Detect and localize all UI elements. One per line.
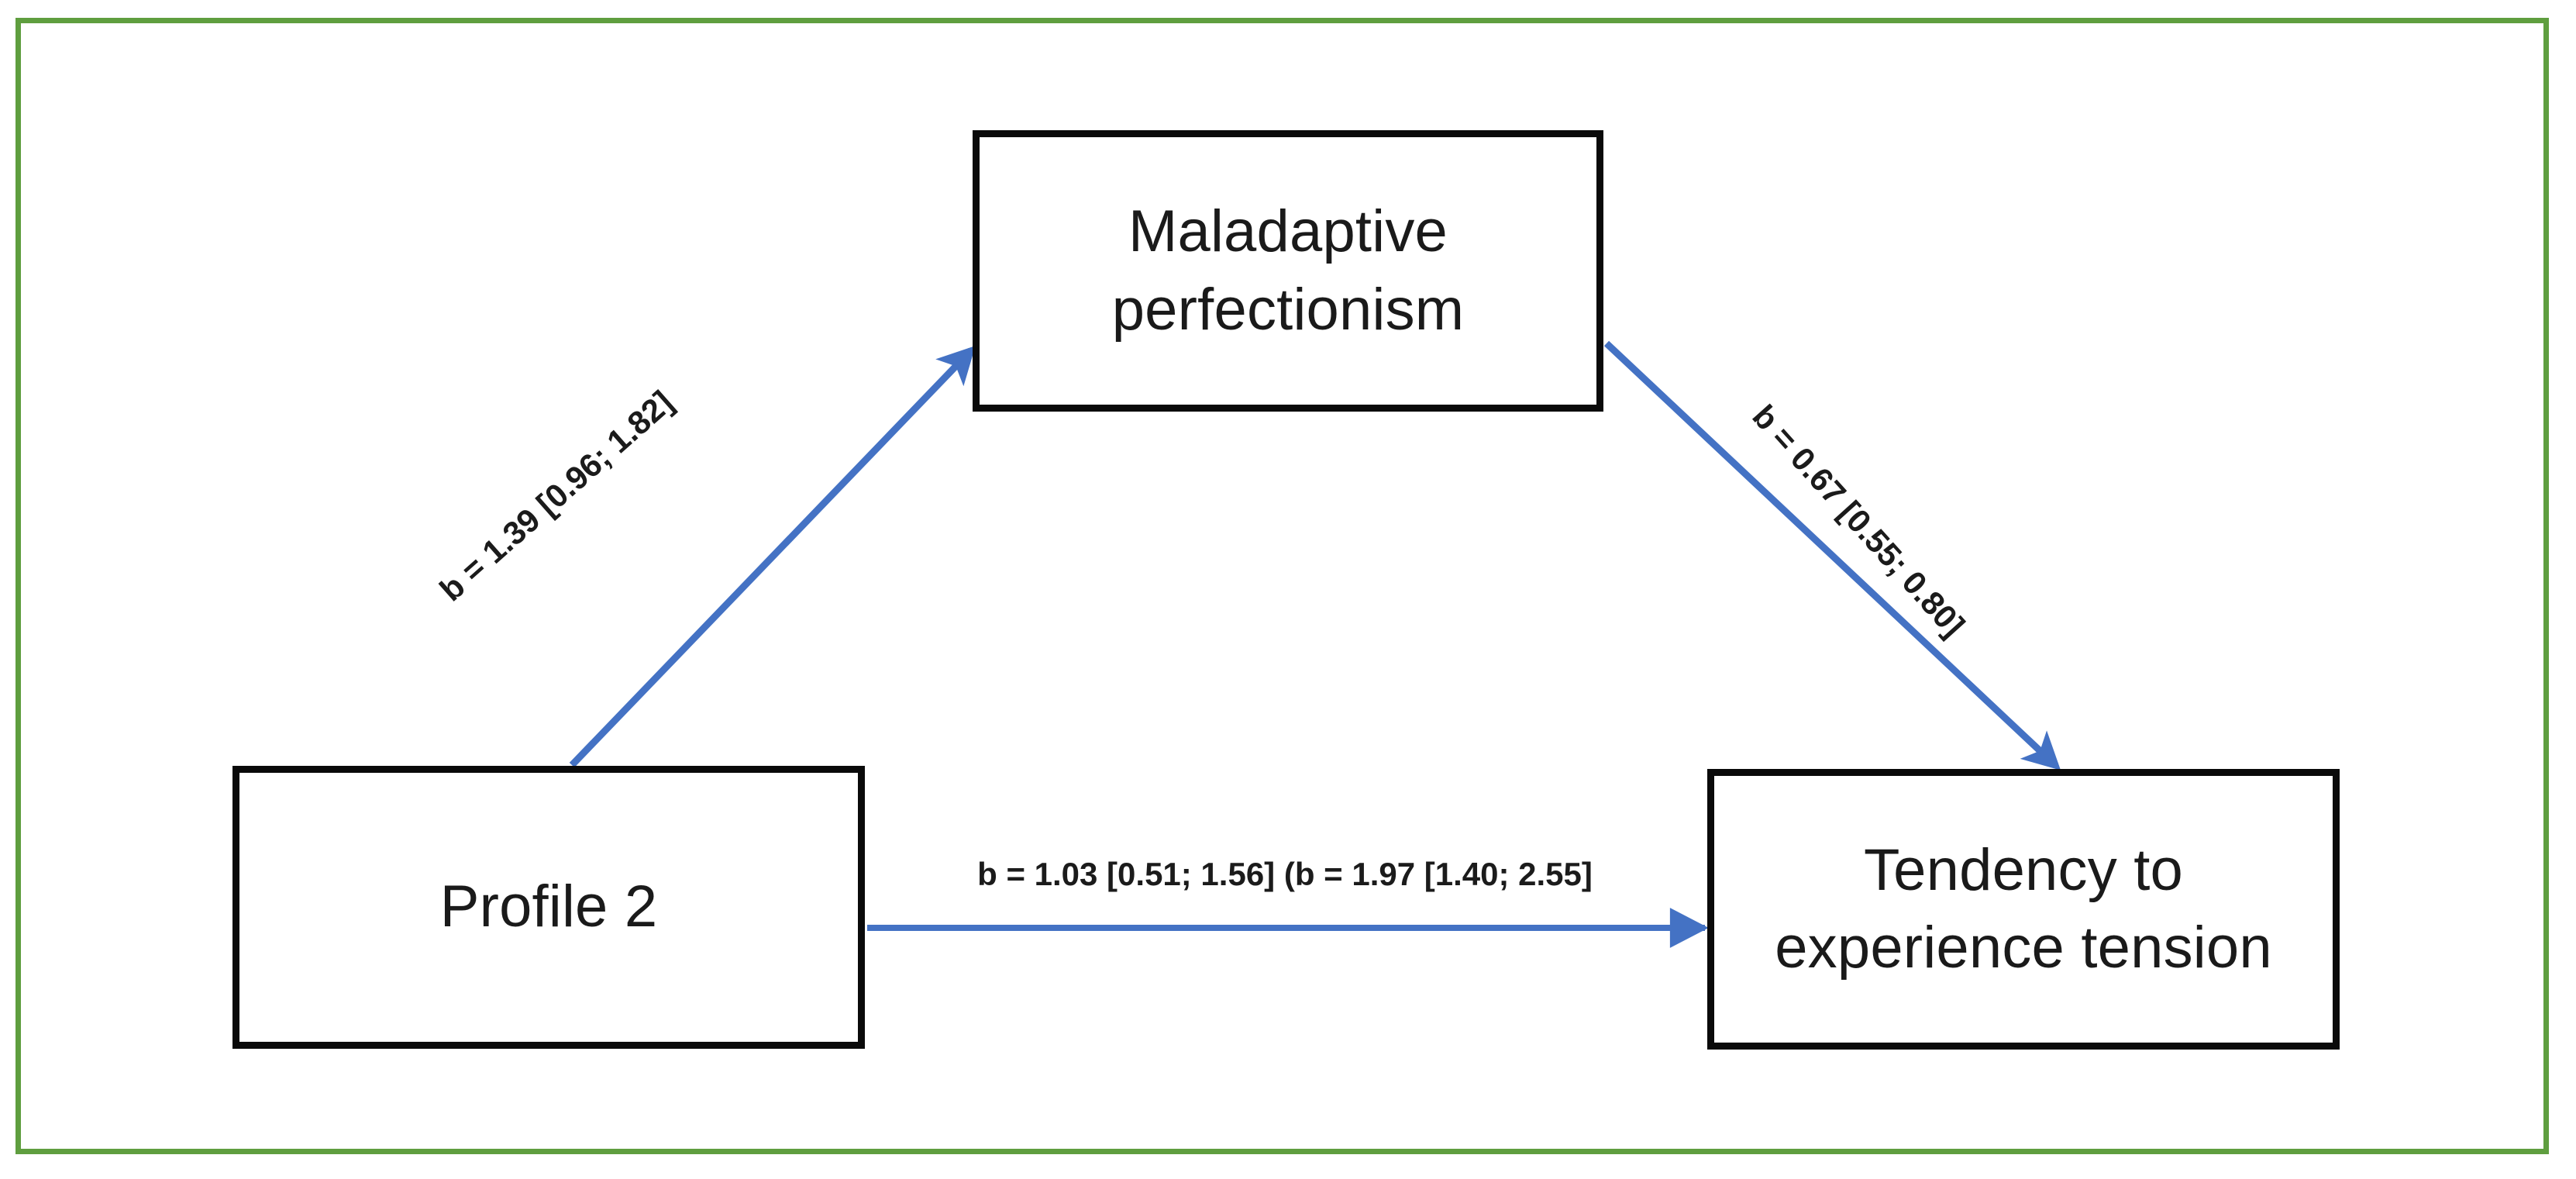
node-profile-2-label: Profile 2 — [439, 874, 658, 940]
node-profile-2[interactable]: Profile 2 — [232, 766, 865, 1049]
node-maladaptive-perfectionism-label: Maladaptive perfectionism — [1111, 198, 1465, 343]
figure-outer-border — [15, 18, 2549, 1154]
node-tendency-to-experience-tension[interactable]: Tendency to experience tension — [1707, 769, 2340, 1050]
node-maladaptive-perfectionism[interactable]: Maladaptive perfectionism — [973, 130, 1603, 412]
edge-label-c-path: b = 1.03 [0.51; 1.56] (b = 1.97 [1.40; 2… — [977, 856, 1593, 892]
node-tendency-to-experience-tension-label: Tendency to experience tension — [1775, 836, 2272, 981]
